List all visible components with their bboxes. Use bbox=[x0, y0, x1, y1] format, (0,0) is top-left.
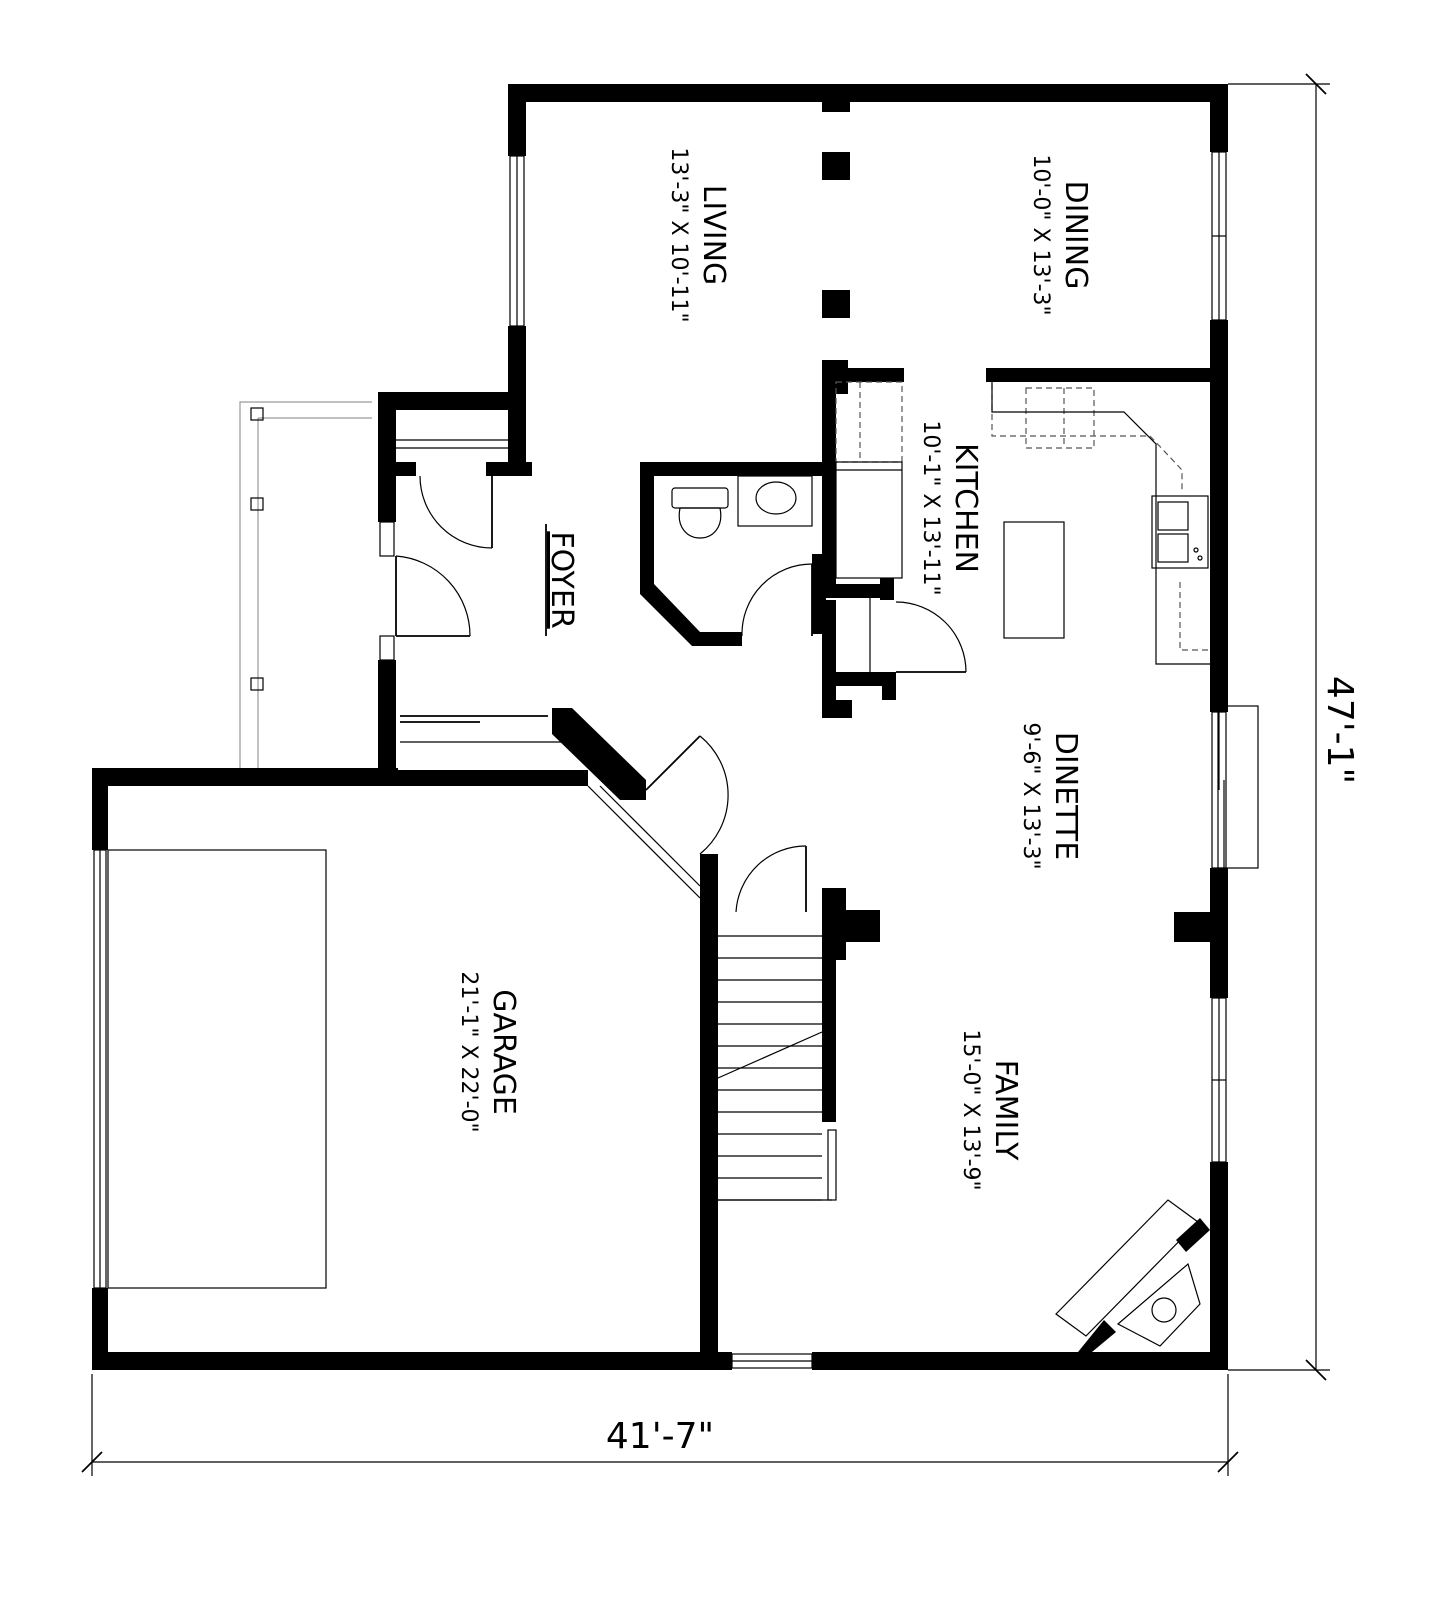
garage-dims: 21'-1" X 22'-0" bbox=[456, 971, 481, 1132]
fireplace bbox=[1055, 1199, 1201, 1347]
foyer-name: FOYER bbox=[544, 531, 579, 628]
toilet-bowl bbox=[678, 507, 722, 539]
dining-dims: 10'-0" X 13'-3" bbox=[1028, 154, 1053, 315]
dinette-name: DINETTE bbox=[1048, 732, 1083, 860]
family-dims: 15'-0" X 13'-9" bbox=[958, 1029, 983, 1190]
doors bbox=[395, 475, 967, 913]
dinette-dims: 9'-6" X 13'-3" bbox=[1018, 722, 1043, 869]
porch bbox=[239, 401, 372, 772]
family-name: FAMILY bbox=[988, 1060, 1023, 1161]
overall-depth-label: 47'-1" bbox=[1319, 676, 1360, 784]
room-label-dining: DINING 10'-0" X 13'-3" bbox=[1028, 154, 1093, 315]
room-label-garage: GARAGE 21'-1" X 22'-0" bbox=[456, 971, 521, 1132]
garage-car-pad bbox=[107, 849, 327, 1289]
dining-name: DINING bbox=[1058, 181, 1093, 290]
overall-width-label: 41'-7" bbox=[606, 1416, 714, 1457]
fixtures bbox=[107, 381, 1212, 1347]
interior-walls bbox=[378, 102, 1210, 1370]
toilet-tank bbox=[671, 487, 729, 509]
kitchen-sink bbox=[1151, 495, 1209, 569]
dimension-lines bbox=[81, 73, 1330, 1476]
sink-basin bbox=[755, 481, 797, 515]
garage-name: GARAGE bbox=[486, 989, 521, 1115]
windows bbox=[93, 151, 1259, 1369]
kitchen-dims: 10'-1" X 13'-11" bbox=[918, 420, 943, 595]
living-dims: 13'-3" X 10'-11" bbox=[666, 147, 691, 322]
living-name: LIVING bbox=[696, 185, 731, 286]
kitchen-island bbox=[1003, 521, 1065, 639]
kitchen-name: KITCHEN bbox=[948, 443, 983, 573]
exterior-walls bbox=[92, 84, 1228, 1370]
vanity bbox=[737, 475, 813, 527]
room-label-living: LIVING 13'-3" X 10'-11" bbox=[666, 147, 731, 322]
overall-depth-group: 47'-1" bbox=[1319, 676, 1360, 784]
room-label-family: FAMILY 15'-0" X 13'-9" bbox=[958, 1029, 1023, 1190]
room-label-dinette: DINETTE 9'-6" X 13'-3" bbox=[1018, 722, 1083, 869]
room-label-foyer: FOYER bbox=[544, 524, 579, 636]
staircase bbox=[717, 935, 837, 1201]
room-label-kitchen: KITCHEN 10'-1" X 13'-11" bbox=[918, 420, 983, 595]
